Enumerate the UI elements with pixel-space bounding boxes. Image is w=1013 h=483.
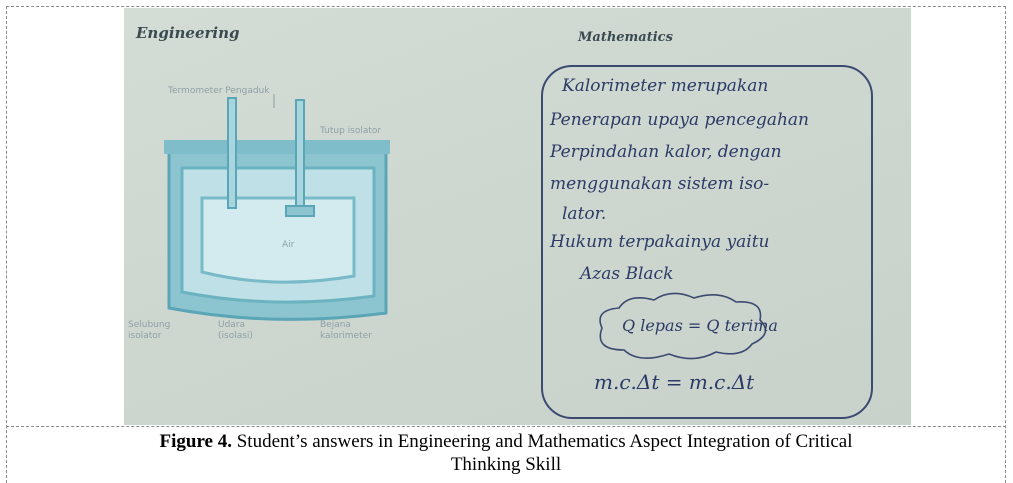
hand-line-1: Kalorimeter merupakan <box>562 76 769 96</box>
label-vessel: Bejana kalorimeter <box>320 320 372 341</box>
hand-line-6: Hukum terpakainya yaitu <box>550 232 770 252</box>
label-water: Air <box>282 240 295 250</box>
hand-line-2: Penerapan upaya pencegahan <box>550 110 810 130</box>
hand-line-4: menggunakan sistem iso- <box>550 174 770 194</box>
label-lid: Tutup isolator <box>320 126 382 136</box>
caption-label: Figure 4. <box>159 431 232 452</box>
stirrer <box>295 99 305 211</box>
figure-frame <box>6 6 1006 483</box>
label-thermometer-stirrer: Termometer Pengaduk <box>168 86 270 96</box>
cloud-shape <box>599 292 767 360</box>
engineering-heading: Engineering <box>136 24 240 42</box>
hand-line-3: Perpindahan kalor, dengan <box>550 142 782 162</box>
student-answer-photo: Engineering Mathematics Termometer Penga… <box>124 8 911 425</box>
caption-text-2: Thinking Skill <box>450 454 562 475</box>
mathematics-heading: Mathematics <box>578 30 673 45</box>
hand-line-7: Azas Black <box>580 264 674 284</box>
figure-caption: Figure 4. Student’s answers in Engineeri… <box>6 430 1006 476</box>
stirrer-blade <box>285 205 315 217</box>
caption-divider <box>6 426 1006 427</box>
inner-vessel <box>200 196 356 284</box>
label-jacket: Selubung isolator <box>128 320 171 341</box>
lid <box>164 140 390 154</box>
caption-text-1: Student’s answers in Engineering and Mat… <box>231 431 853 452</box>
hand-cloud-equation: Q lepas = Q terima <box>622 316 778 335</box>
thermometer <box>227 97 237 209</box>
calorimeter-diagram <box>164 65 873 419</box>
hand-line-5: lator. <box>562 204 607 224</box>
hand-formula: m.c.Δt = m.c.Δt <box>594 370 755 394</box>
label-air: Udara (isolasi) <box>218 320 253 341</box>
answer-box <box>541 65 873 419</box>
